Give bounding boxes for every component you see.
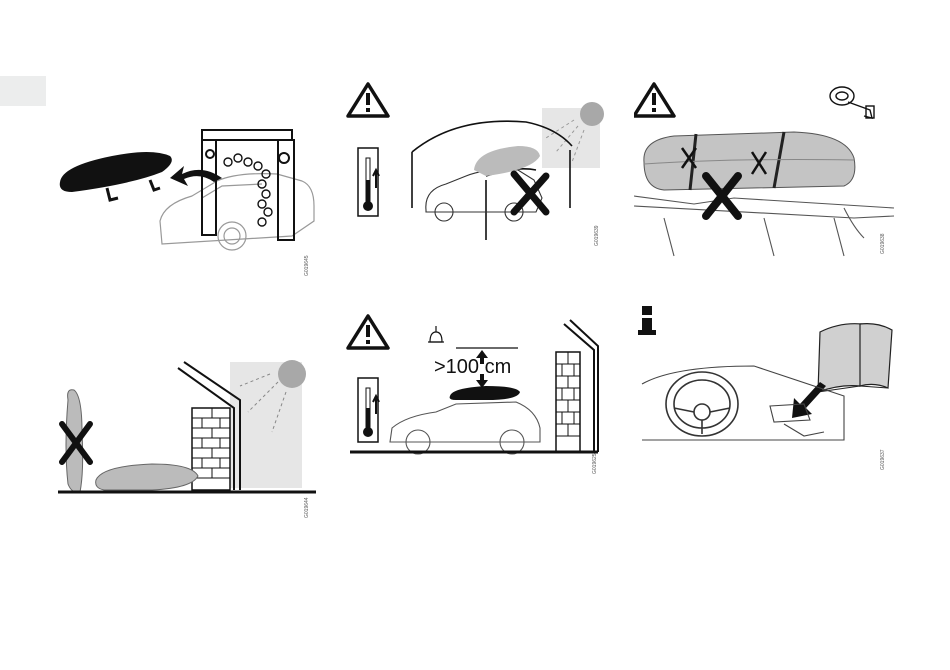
figure-code: G019644	[304, 497, 310, 518]
panel-heat-carport: G019639	[346, 80, 616, 245]
panel-straps: G019638	[634, 78, 899, 258]
figure-code: G019625	[592, 453, 598, 474]
dashboard-icon	[642, 366, 844, 440]
warning-icon	[348, 316, 388, 348]
car-icon	[634, 196, 894, 256]
figure-code: G019645	[304, 255, 310, 276]
panel-clearance: >100 cm G019625	[346, 312, 611, 482]
info-icon	[638, 306, 656, 335]
roof-box-icon	[474, 146, 540, 176]
strap-roll-icon	[830, 87, 874, 118]
roof-box-flat-icon	[96, 464, 198, 490]
thermometer-icon	[358, 148, 379, 216]
roof-box-icon	[60, 152, 172, 200]
lamp-icon	[428, 326, 518, 348]
car-icon	[390, 402, 540, 454]
panel-storage-wall: G019644	[52, 352, 322, 502]
sun-icon	[542, 102, 604, 168]
warning-icon	[634, 84, 674, 116]
manual-icon	[818, 324, 892, 392]
brick-wall-icon	[556, 320, 598, 452]
height-label: >100 cm	[434, 356, 511, 379]
figure-code: G019639	[594, 225, 600, 246]
roof-box-icon	[450, 386, 520, 400]
panel-car-wash: G019645	[52, 126, 322, 276]
figure-code: G019637	[880, 449, 886, 470]
car-icon	[160, 174, 314, 250]
cross-icon	[514, 174, 546, 212]
figure-code: G019638	[880, 233, 886, 254]
sun-icon	[230, 360, 306, 488]
arrow-icon	[792, 382, 826, 418]
panel-manual: G019637	[634, 300, 899, 470]
roof-box-icon	[644, 132, 855, 190]
thermometer-icon	[358, 378, 379, 442]
page-tab	[0, 76, 46, 106]
warning-icon	[348, 84, 388, 116]
steering-wheel-icon	[666, 372, 738, 436]
